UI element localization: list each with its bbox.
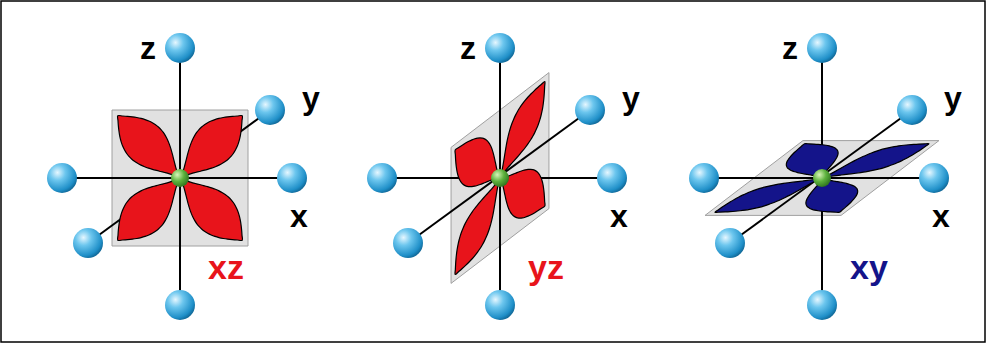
ligand-sphere (485, 33, 515, 63)
orbital-lobe (117, 115, 180, 178)
ligand-sphere (165, 33, 195, 63)
orbital-lobe (500, 82, 545, 178)
orbital-label: xz (208, 250, 244, 284)
axis-line (88, 110, 270, 243)
ligand-sphere (807, 33, 837, 63)
axis-label: z (140, 32, 156, 64)
ligand-sphere (47, 163, 77, 193)
ligand-sphere (807, 290, 837, 320)
ligand-sphere (897, 95, 927, 125)
ligand-sphere (165, 290, 195, 320)
metal-atom (171, 169, 189, 187)
octahedral-complex (367, 33, 627, 320)
orbital-lobe (180, 115, 243, 178)
axis-label: x (290, 200, 308, 232)
ligand-sphere (277, 163, 307, 193)
axis-label: x (610, 200, 628, 232)
ligand-sphere (367, 163, 397, 193)
ligand-sphere (919, 163, 949, 193)
axis-line (730, 110, 912, 243)
orbital-lobe (117, 178, 180, 241)
ligand-sphere (597, 163, 627, 193)
axis-label: y (302, 82, 320, 114)
axis-label: y (944, 82, 962, 114)
metal-atom (491, 169, 509, 187)
orbital-lobe (806, 178, 858, 212)
ligand-sphere (393, 228, 423, 258)
orbital-lobe (786, 144, 838, 178)
axis-line (408, 110, 590, 243)
orbital-lobe (715, 178, 822, 212)
axis-label: z (460, 32, 476, 64)
orbital-lobe (455, 178, 500, 274)
ligand-sphere (689, 163, 719, 193)
orbital-lobe (180, 178, 243, 241)
ligand-sphere (73, 228, 103, 258)
orbital-label: yz (528, 250, 564, 284)
orbital-label: xy (850, 250, 888, 284)
ligand-sphere (255, 95, 285, 125)
axis-label: x (932, 200, 950, 232)
ligand-sphere (485, 290, 515, 320)
octahedral-complex (689, 33, 949, 320)
octahedral-complex (47, 33, 307, 320)
ligand-sphere (575, 95, 605, 125)
orbital-lobe (822, 144, 929, 178)
axis-label: z (782, 32, 798, 64)
metal-atom (813, 169, 831, 187)
axis-label: y (622, 82, 640, 114)
ligand-sphere (715, 228, 745, 258)
